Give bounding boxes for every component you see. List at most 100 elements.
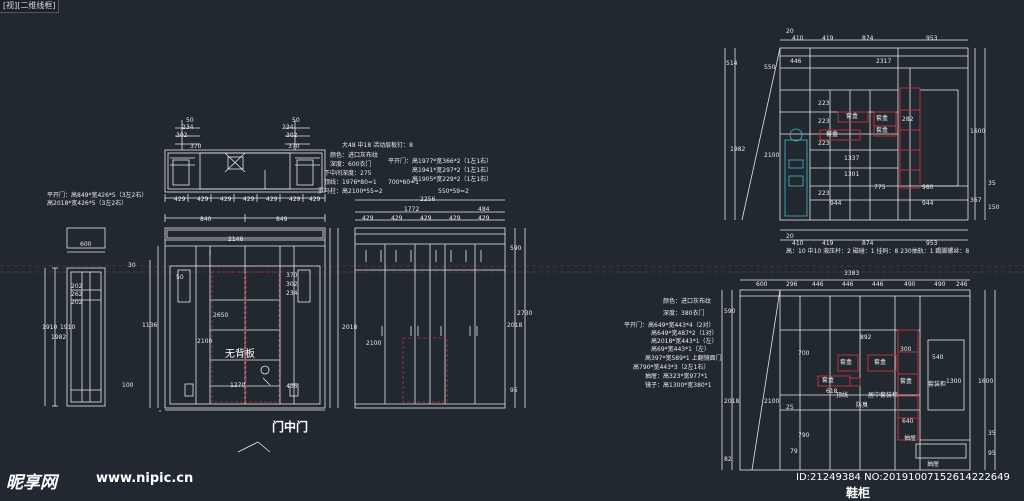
dimension-label: 446 (790, 58, 802, 65)
dimension-label: 370 (286, 272, 298, 279)
lower-red-markers (817, 329, 919, 441)
spec-line: 高397*宽589*1 上翻镜面门 (645, 355, 722, 362)
upper-right-elevation (724, 39, 986, 241)
dimension-label: 302 (176, 132, 188, 139)
dimension-label: 2100 (197, 338, 213, 345)
spec-line: 700*60=1 (388, 179, 419, 186)
dimension-label: 202 (71, 283, 83, 290)
dimension-label: 35 (988, 430, 996, 437)
dimension-label: 640 (902, 418, 914, 425)
dimension-label: 484 (478, 206, 490, 213)
dimension-label: 550 (764, 64, 776, 71)
spec-line: 镜子：高1300*宽380*1 (645, 382, 712, 389)
mirror-door-marker (402, 337, 448, 403)
dimension-label: 944 (830, 200, 842, 207)
dimension-label: 1982 (730, 146, 746, 153)
dimension-label: 234 (182, 124, 194, 131)
watermark-id: ID:21249384 NO:20191007152614222649 (796, 472, 1010, 483)
dimension-label: 1600 (978, 378, 994, 385)
dimension-label: 1600 (970, 128, 986, 135)
spec-line: 平开门：高1977*宽366*2（1左1右） (388, 158, 493, 165)
dimension-label: 82 (724, 456, 732, 463)
dimension-label: 367 (970, 197, 982, 204)
dimension-label: 1337 (844, 155, 860, 162)
dimension-label: 2730 (517, 310, 533, 317)
dimension-label: 419 (822, 35, 834, 42)
tag-label: 居中套装柜 (868, 392, 899, 399)
dimension-label: 840 (200, 216, 212, 223)
dimension-label: 95 (988, 450, 996, 457)
dimension-label: 874 (862, 35, 874, 42)
spec-line: 深度：600衣门 (330, 161, 372, 168)
shoebox-label: 套盒 (900, 378, 913, 385)
reference-lines (0, 265, 1024, 273)
dimension-label: 446 (812, 281, 824, 288)
tag-label: 顶线 (836, 392, 849, 399)
top-view-plan (164, 120, 326, 222)
dimension-label: 429 (243, 196, 255, 203)
dimension-label: 429 (391, 215, 403, 222)
shoebox-label: 套盒 (876, 127, 889, 134)
dimension-label: 429 (362, 215, 374, 222)
dimension-label: 429 (220, 196, 232, 203)
dimension-label: 514 (726, 60, 738, 67)
dimension-label: 2650 (213, 312, 229, 319)
dimension-label: 370 (288, 143, 300, 150)
dimension-label: 234 (282, 124, 294, 131)
dimension-label: 25 (786, 404, 794, 411)
dimension-label: 790 (798, 432, 810, 439)
water-dispenser (784, 128, 808, 217)
spec-line: 高1941*宽297*2（1左1右） (412, 167, 493, 174)
dimension-label: 892 (860, 334, 872, 341)
dimension-label: 262 (71, 291, 83, 298)
dimension-label: 1910 (42, 324, 58, 331)
dimension-label: 429 (420, 215, 432, 222)
dimension-label: 50 (176, 274, 184, 281)
dimension-label: 2100 (764, 398, 780, 405)
no-back-panel-label: 无背板 (225, 349, 255, 360)
dimension-label: 370 (190, 143, 202, 150)
dimension-label: 282 (902, 116, 914, 123)
shoebox-label: 套盒 (846, 113, 859, 120)
dimension-label: 1910 (60, 324, 76, 331)
callout-leader (237, 441, 271, 453)
dimension-label: 429 (266, 196, 278, 203)
dimension-label: 2146 (228, 236, 244, 243)
spec-line: 高1905*宽229*2（1左1右） (412, 176, 493, 183)
dimension-label: 410 (792, 35, 804, 42)
dimension-label: 429 (449, 215, 461, 222)
dimension-label: 2018 (507, 322, 523, 329)
dimension-label: 446 (872, 281, 884, 288)
shoebox-label: 套盒 (874, 359, 887, 366)
dimension-label: 590 (724, 308, 736, 315)
spec-line: 罗马柱：高2100*55=2 (318, 188, 383, 195)
dimension-label: 300 (900, 346, 912, 353)
dimension-label: 79 (790, 448, 798, 455)
middle-door-markers (211, 271, 280, 403)
dimension-label: 436 (286, 383, 298, 390)
dimension-label: 849 (276, 216, 288, 223)
shoe-cabinet-elevation (721, 279, 996, 471)
viewport-tab-title[interactable]: [视][二维线框] (0, 0, 60, 13)
dimension-label: 600 (756, 281, 768, 288)
spec-line: 抽屉：高323*宽977*1 (645, 373, 708, 380)
spec-line: 颜色：进口灰布纹 (663, 298, 712, 305)
dimension-label: 20 (786, 28, 794, 35)
upper-red-markers (819, 87, 921, 189)
dimension-label: 590 (510, 245, 522, 252)
dimension-label: 20 (786, 233, 794, 240)
dimension-label: 980 (922, 184, 934, 191)
dimension-label: 600 (80, 241, 92, 248)
dimension-label: 953 (926, 240, 938, 247)
spec-line: 高790*宽443*3（2左1右） (633, 364, 710, 371)
dimension-label: 50 (292, 117, 300, 124)
dimension-label: 234 (286, 290, 298, 297)
dimension-label: 223 (818, 118, 830, 125)
shoebox-label: 套盒 (826, 131, 839, 138)
front-elevation (149, 227, 339, 412)
dimension-label: 944 (922, 200, 934, 207)
dimension-label: 1772 (404, 206, 420, 213)
dimension-label: 874 (862, 240, 874, 247)
dimension-label: 419 (822, 240, 834, 247)
